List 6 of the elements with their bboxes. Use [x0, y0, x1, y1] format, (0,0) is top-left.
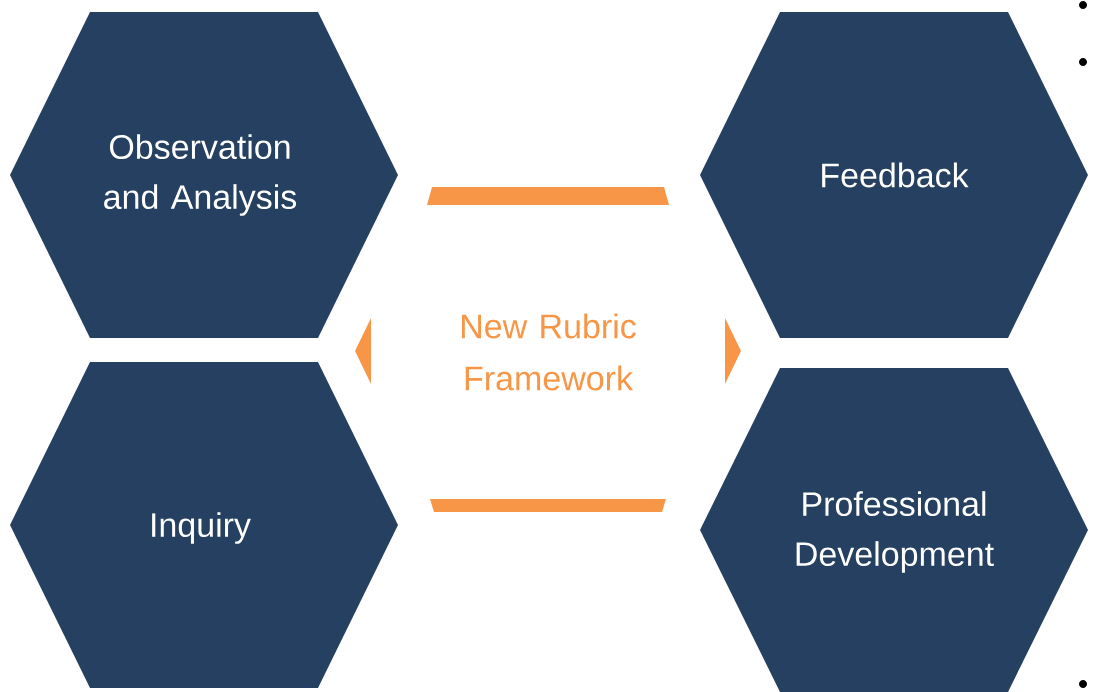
hexagon: Inquiry	[10, 362, 398, 688]
hexagon: Observation and Analysis	[10, 12, 398, 338]
hexagon: Feedback	[700, 12, 1088, 338]
node-label: New Rubric Framework	[462, 313, 636, 391]
hexagon: Professional Development	[700, 368, 1088, 692]
hexagon-frame: New Rubric Framework	[355, 187, 741, 512]
